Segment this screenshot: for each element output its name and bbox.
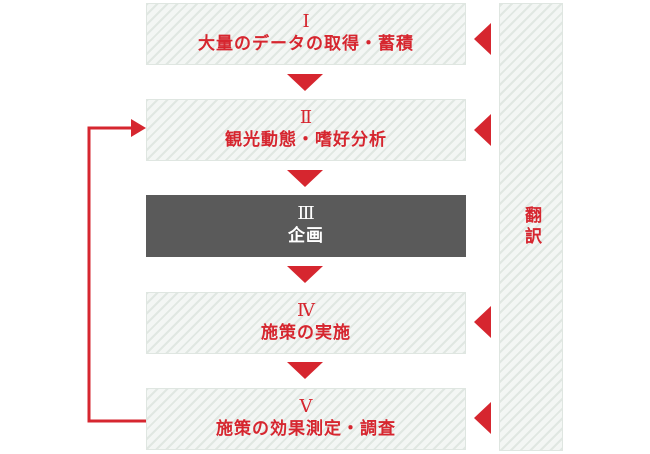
step-4-label: 施策の実施 xyxy=(261,323,351,343)
step-1: Ⅰ 大量のデータの取得・蓄積 xyxy=(146,3,466,65)
step-2-label: 観光動態・嗜好分析 xyxy=(225,130,387,150)
step-3-number: Ⅲ xyxy=(297,203,315,224)
translation-panel: 翻訳 xyxy=(499,3,563,451)
step-2-number: Ⅱ xyxy=(299,107,313,128)
step-2: Ⅱ 観光動態・嗜好分析 xyxy=(146,99,466,161)
down-arrow-1 xyxy=(287,74,323,91)
step-3: Ⅲ 企画 xyxy=(146,195,466,257)
step-5-number: Ⅴ xyxy=(299,396,313,417)
step-4-number: Ⅳ xyxy=(297,300,315,321)
side-arrow-to-step-4 xyxy=(474,306,491,338)
side-arrow-to-step-2 xyxy=(474,114,491,146)
step-5: Ⅴ 施策の効果測定・調査 xyxy=(146,388,466,450)
down-arrow-3 xyxy=(287,266,323,283)
loop-back-line xyxy=(87,126,146,423)
side-arrow-to-step-5 xyxy=(474,402,491,434)
step-1-label: 大量のデータの取得・蓄積 xyxy=(198,34,414,54)
down-arrow-2 xyxy=(287,170,323,187)
translation-panel-label: 翻訳 xyxy=(521,206,541,248)
side-arrow-to-step-1 xyxy=(474,23,491,55)
step-4: Ⅳ 施策の実施 xyxy=(146,292,466,354)
step-3-label: 企画 xyxy=(288,226,324,246)
step-5-label: 施策の効果測定・調査 xyxy=(216,419,396,439)
loop-back-arrowhead xyxy=(131,119,146,137)
step-1-number: Ⅰ xyxy=(302,11,310,32)
down-arrow-4 xyxy=(287,362,323,379)
